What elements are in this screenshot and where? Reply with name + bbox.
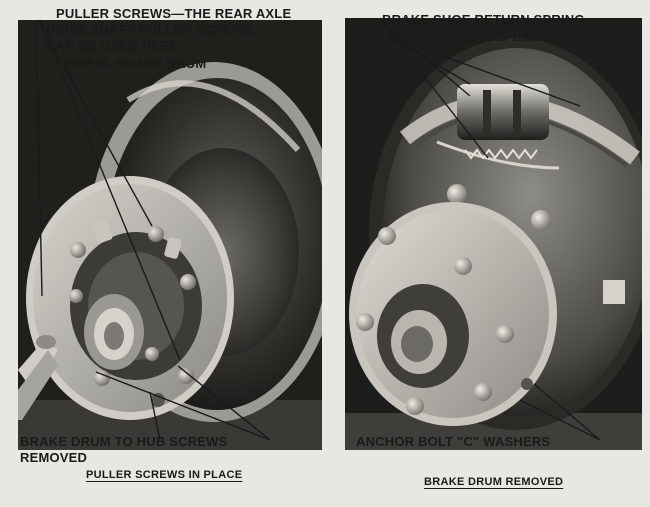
callout-brake-shoe-return-spring: BRAKE SHOE RETURN SPRING [382,12,585,27]
callout-anchor-bolt-c-washers: ANCHOR BOLT "C" WASHERS [356,434,551,449]
callout-puller-screws-line-3: CAN BE USED HERE [46,38,179,53]
callout-drum-to-hub-screws-line-1: BRAKE DRUM TO HUB SCREWS [20,434,228,449]
caption-brake-drum-removed: BRAKE DRUM REMOVED [424,476,564,488]
caption-puller-screws-in-place: PULLER SCREWS IN PLACE [86,469,243,481]
callout-drum-to-hub-screws-line-2: REMOVED [20,450,88,465]
callout-wheel-brake-drum: WHEEL BRAKE DRUM [64,56,207,71]
callout-puller-screws-line-2: DRIVE SHAFT PULLER SCREWS [46,22,254,37]
photo-puller-screws-in-place [18,20,322,450]
callout-brake-shoe-and-lining: BRAKE SHOE AND LINING [388,29,558,44]
callout-puller-screws-line-1: PULLER SCREWS—THE REAR AXLE [56,6,292,21]
photo-brake-drum-removed [345,18,642,450]
